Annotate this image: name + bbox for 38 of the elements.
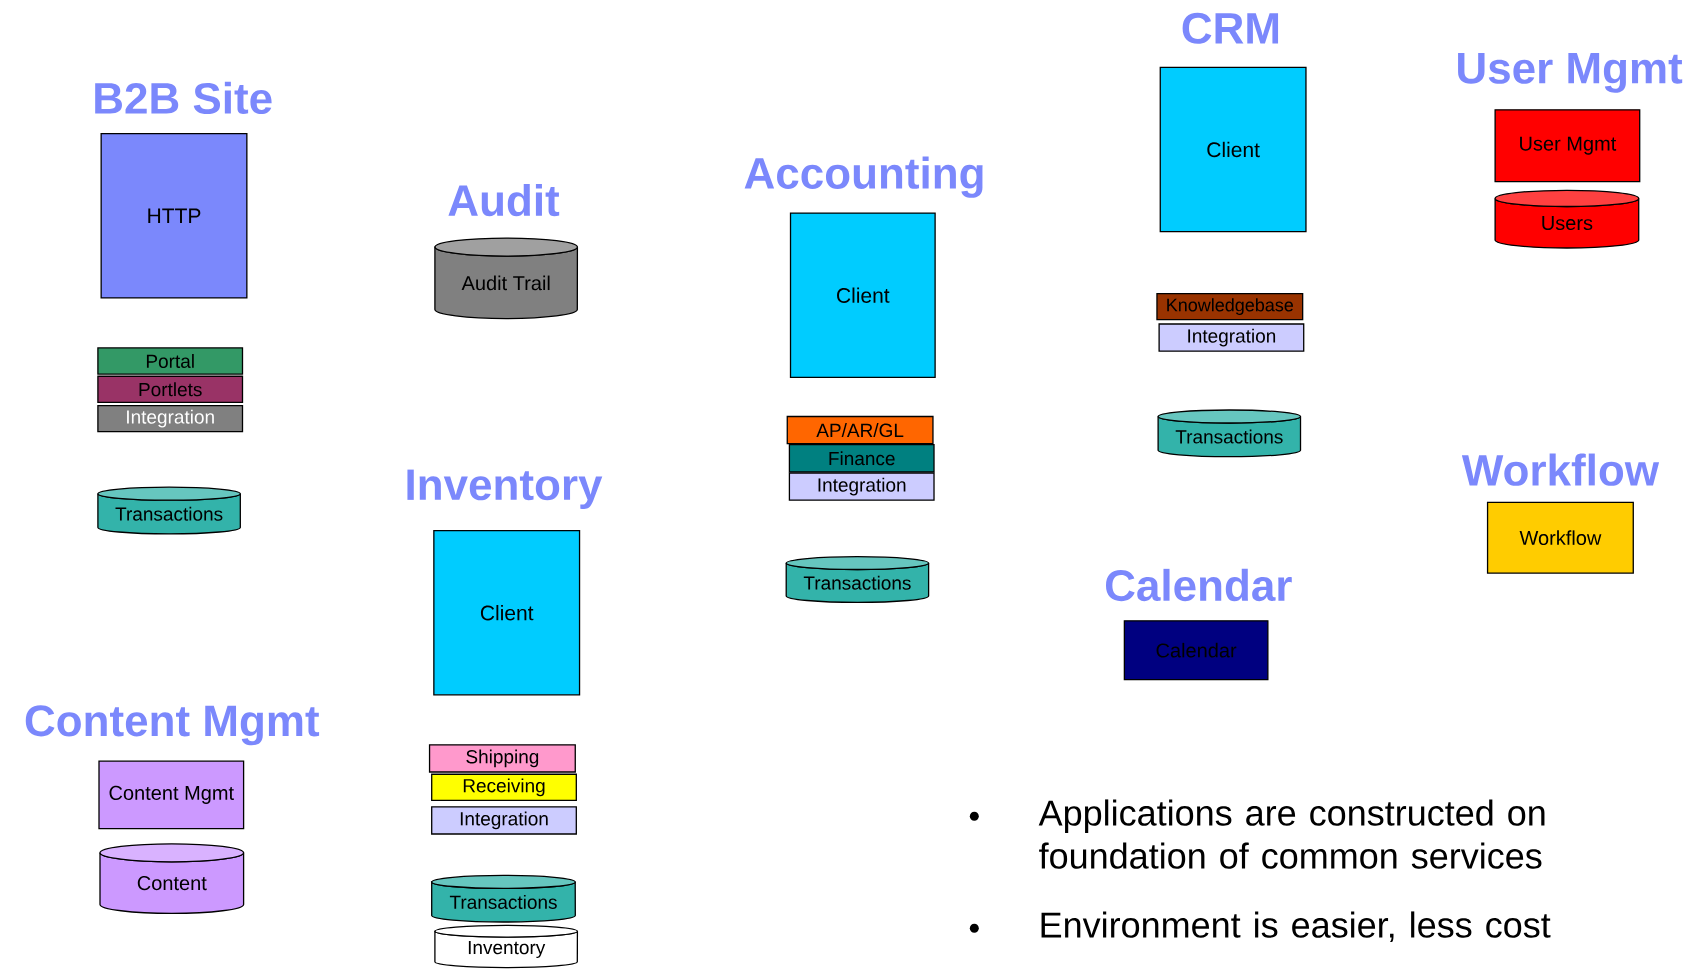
group-heading: User Mgmt xyxy=(1458,53,1683,93)
group-heading: Inventory xyxy=(407,469,603,509)
database-cylinder: Inventory xyxy=(434,924,579,969)
process-box: HTTP xyxy=(100,133,248,299)
group-heading: Accounting xyxy=(744,156,983,198)
process-box: Calendar xyxy=(1123,620,1269,681)
group-heading: Workflow xyxy=(1461,453,1660,486)
process-box: Integration xyxy=(1158,323,1305,352)
process-box: Client xyxy=(433,529,581,696)
process-box: Integration xyxy=(788,472,935,501)
process-box: Client xyxy=(789,212,936,378)
bullet-text: Environment is easier, less cost xyxy=(1041,911,1551,943)
group-heading: Content Mgmt xyxy=(25,705,320,746)
process-box: Knowledgebase xyxy=(1156,292,1304,321)
database-cylinder: Transactions xyxy=(1157,409,1302,458)
process-box: Integration xyxy=(431,806,577,835)
process-box: Content Mgmt xyxy=(98,760,245,830)
group-heading: CRM xyxy=(1182,12,1279,44)
group-heading: Calendar xyxy=(1105,568,1292,602)
process-box: Portal xyxy=(97,347,244,375)
group-heading: B2B Site xyxy=(95,81,272,115)
process-box: Integration xyxy=(97,404,244,433)
process-box: Client xyxy=(1159,66,1307,233)
database-cylinder: Transactions xyxy=(430,874,576,923)
process-box: Portlets xyxy=(97,375,244,403)
process-box: AP/AR/GL xyxy=(786,415,934,445)
database-cylinder: Content xyxy=(99,843,245,915)
process-box: User Mgmt xyxy=(1494,109,1641,183)
process-box: Finance xyxy=(788,444,935,473)
process-box: Shipping xyxy=(428,744,576,773)
database-cylinder: Audit Trail xyxy=(434,237,579,320)
database-cylinder: Users xyxy=(1494,189,1640,249)
process-box: Workflow xyxy=(1486,501,1634,574)
database-cylinder: Transactions xyxy=(785,556,930,604)
process-box: Receiving xyxy=(431,773,577,801)
group-heading: Audit xyxy=(448,183,560,217)
bullet-text: Applications are constructed on foundation of common services xyxy=(1038,799,1545,869)
database-cylinder: Transactions xyxy=(97,486,241,535)
